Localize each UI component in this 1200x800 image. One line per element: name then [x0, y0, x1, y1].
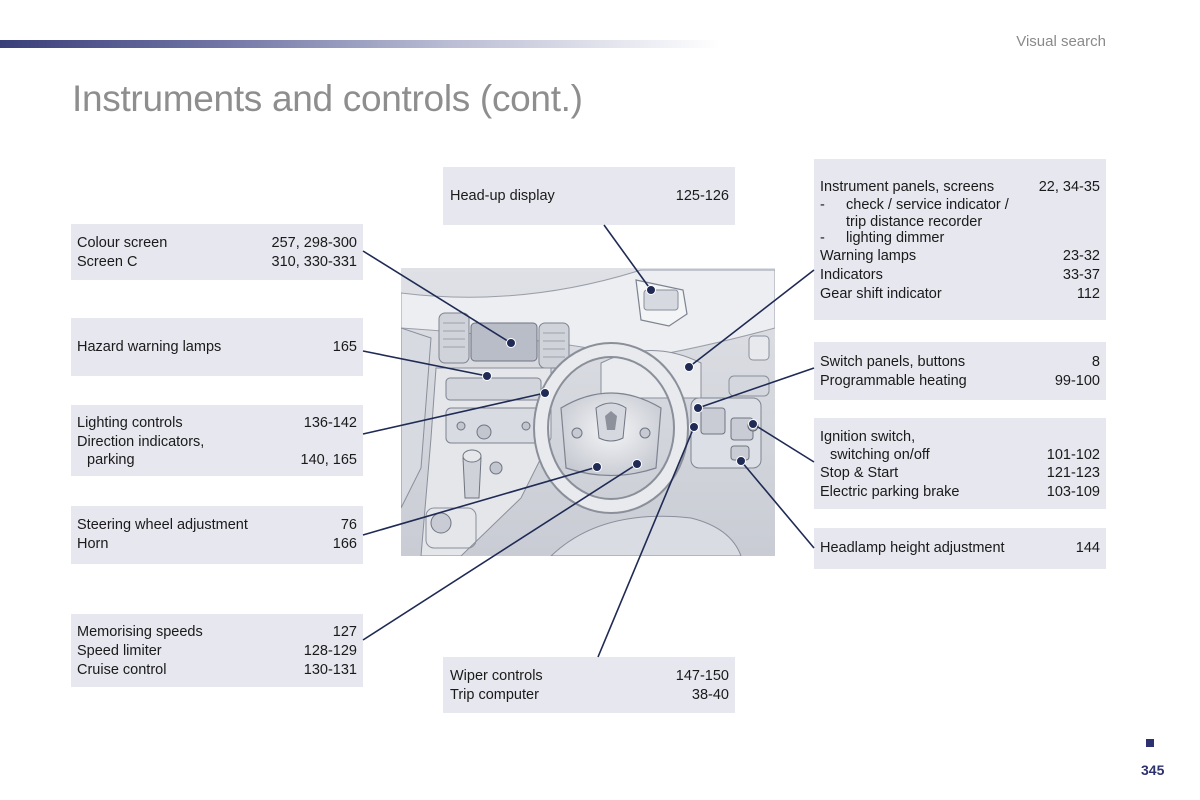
entry-row: Warning lamps 23-32 — [820, 247, 1100, 266]
entry-row: Hazard warning lamps 165 — [77, 338, 357, 357]
entry-label: Memorising speeds — [77, 624, 203, 640]
dashboard-illustration — [401, 268, 775, 556]
sub-entry: - lighting dimmer — [820, 230, 1100, 247]
entry-row: Horn 166 — [77, 535, 357, 554]
entry-row: Ignition switch, — [820, 428, 1100, 447]
entry-label: parking — [87, 452, 135, 468]
entry-row: Instrument panels, screens 22, 34-35 — [820, 178, 1100, 197]
entry-label: Head-up display — [450, 188, 555, 204]
entry-row: Lighting controls 136-142 — [77, 414, 357, 433]
entry-label: Headlamp height adjustment — [820, 540, 1005, 556]
entry-pages[interactable]: 125-126 — [675, 188, 729, 204]
entry-label: Ignition switch, — [820, 429, 916, 445]
page-corner-marker — [1146, 739, 1154, 747]
entry-row: Gear shift indicator 112 — [820, 285, 1100, 304]
entry-pages[interactable]: 76 — [340, 517, 357, 533]
entry-pages[interactable]: 130-131 — [303, 662, 357, 678]
entry-label: Switch panels, buttons — [820, 354, 966, 370]
entry-pages[interactable]: 166 — [332, 536, 357, 552]
entry-row: Headlamp height adjustment 144 — [820, 539, 1100, 558]
entry-pages[interactable]: 112 — [1076, 285, 1100, 302]
entry-row: Colour screen 257, 298-300 — [77, 234, 357, 253]
callout-ignition-switch: Ignition switch, switching on/off 101-102… — [814, 418, 1106, 509]
sub-entry-label: trip distance recorder — [846, 213, 983, 230]
bullet-dash: - — [820, 230, 825, 246]
entry-pages[interactable]: 33-37 — [1062, 266, 1100, 283]
page-title: Instruments and controls (cont.) — [72, 78, 583, 119]
entry-pages[interactable]: 140, 165 — [300, 452, 357, 468]
entry-label: Programmable heating — [820, 373, 967, 389]
entry-label: Speed limiter — [77, 643, 162, 659]
entry-label: Electric parking brake — [820, 483, 960, 500]
entry-row: Steering wheel adjustment 76 — [77, 516, 357, 535]
callout-head-up-display: Head-up display 125-126 — [443, 167, 735, 225]
section-label: Visual search — [1016, 33, 1106, 50]
entry-label: switching on/off — [830, 447, 930, 463]
entry-pages[interactable]: 121-123 — [1046, 464, 1100, 481]
entry-pages[interactable]: 101-102 — [1046, 447, 1100, 463]
entry-pages[interactable]: 165 — [332, 339, 357, 355]
bullet-dash: - — [820, 197, 825, 213]
entry-pages[interactable]: 8 — [1091, 354, 1100, 370]
sub-entry: trip distance recorder — [820, 214, 1100, 231]
callout-headlamp-adjustment: Headlamp height adjustment 144 — [814, 528, 1106, 569]
entry-label: Direction indicators, — [77, 434, 205, 450]
entry-pages[interactable]: 144 — [1075, 540, 1100, 556]
entry-row: Trip computer 38-40 — [450, 686, 729, 705]
entry-row: Electric parking brake 103-109 — [820, 483, 1100, 502]
entry-pages[interactable]: 310, 330-331 — [271, 254, 357, 270]
callout-hazard-warning: Hazard warning lamps 165 — [71, 318, 363, 376]
entry-pages[interactable]: 147-150 — [675, 668, 729, 684]
entry-pages[interactable]: 103-109 — [1046, 483, 1100, 500]
page-number: 345 — [1141, 762, 1165, 778]
entry-label: Screen C — [77, 254, 138, 270]
sub-entry-label: check / service indicator / — [846, 197, 1009, 213]
entry-row: Cruise control 130-131 — [77, 661, 357, 680]
entry-pages[interactable]: 99-100 — [1054, 373, 1100, 389]
entry-label: Colour screen — [77, 235, 168, 251]
entry-pages[interactable]: 22, 34-35 — [1038, 179, 1100, 195]
entry-label: Cruise control — [77, 662, 167, 678]
callout-wiper-controls: Wiper controls 147-150 Trip computer 38-40 — [443, 657, 735, 713]
callout-colour-screen: Colour screen 257, 298-300 Screen C 310, 3… — [71, 224, 363, 280]
entry-label: Steering wheel adjustment — [77, 517, 248, 533]
entry-row: Memorising speeds 127 — [77, 623, 357, 642]
entry-pages[interactable]: 136-142 — [303, 415, 357, 431]
entry-pages[interactable]: 128-129 — [303, 643, 357, 659]
entry-row: Head-up display 125-126 — [450, 187, 729, 206]
header-accent-bar — [0, 40, 720, 48]
entry-label: Horn — [77, 536, 109, 552]
entry-label: Warning lamps — [820, 247, 917, 264]
callout-lighting-controls: Lighting controls 136-142 Direction indic… — [71, 405, 363, 476]
entry-label: Gear shift indicator — [820, 285, 942, 302]
entry-row: Indicators 33-37 — [820, 266, 1100, 285]
entry-row: switching on/off 101-102 — [820, 447, 1100, 464]
entry-label: Indicators — [820, 266, 883, 283]
entry-pages[interactable]: 38-40 — [691, 687, 729, 703]
entry-row: Stop & Start 121-123 — [820, 464, 1100, 483]
entry-row: Wiper controls 147-150 — [450, 667, 729, 686]
entry-pages[interactable]: 127 — [332, 624, 357, 640]
callout-steering-wheel: Steering wheel adjustment 76 Horn 166 — [71, 506, 363, 564]
callout-instrument-panels: Instrument panels, screens 22, 34-35 - che… — [814, 159, 1106, 320]
entry-row: Programmable heating 99-100 — [820, 372, 1100, 391]
entry-row: Switch panels, buttons 8 — [820, 353, 1100, 372]
entry-row: Screen C 310, 330-331 — [77, 253, 357, 272]
sub-entry-label: lighting dimmer — [846, 230, 945, 246]
entry-row: Speed limiter 128-129 — [77, 642, 357, 661]
entry-pages[interactable]: 23-32 — [1062, 247, 1100, 264]
callout-speed-controls: Memorising speeds 127 Speed limiter 128-12… — [71, 614, 363, 687]
entry-label: Instrument panels, screens — [820, 179, 995, 195]
entry-label: Hazard warning lamps — [77, 339, 222, 355]
entry-label: Wiper controls — [450, 668, 543, 684]
entry-pages[interactable]: 257, 298-300 — [271, 235, 357, 251]
sub-entry: - check / service indicator / — [820, 197, 1100, 214]
entry-row: Direction indicators, — [77, 433, 357, 452]
entry-label: Trip computer — [450, 687, 539, 703]
entry-label: Stop & Start — [820, 464, 899, 481]
entry-row: parking 140, 165 — [77, 452, 357, 469]
entry-label: Lighting controls — [77, 415, 183, 431]
callout-switch-panels: Switch panels, buttons 8 Programmable hea… — [814, 342, 1106, 400]
